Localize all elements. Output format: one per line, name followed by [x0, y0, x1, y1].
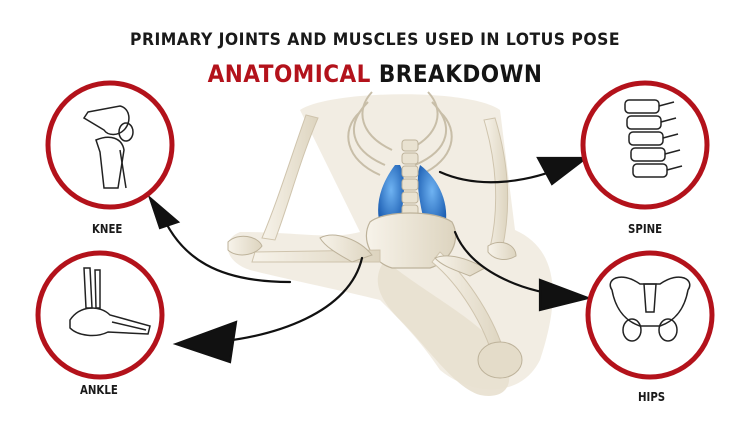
label-knee: KNEE	[92, 222, 123, 236]
right-foot-bones	[434, 255, 487, 277]
label-spine: SPINE	[628, 222, 663, 236]
hips-icon	[609, 276, 691, 342]
diagram-title: ANATOMICAL BREAKDOWN	[38, 60, 713, 88]
knee-callout	[45, 80, 175, 210]
hips-callout	[585, 250, 715, 380]
title-accent-word: ANATOMICAL	[207, 60, 371, 88]
arrowhead-knee	[147, 194, 181, 230]
spine-column	[401, 139, 419, 217]
left-hand	[227, 235, 263, 256]
ankle-callout	[35, 250, 165, 380]
spine-callout	[580, 80, 710, 210]
arrowhead-ankle	[172, 320, 238, 364]
right-knee	[477, 341, 523, 379]
arrow-knee	[158, 208, 292, 284]
arrowhead-hips	[538, 278, 592, 312]
lower-leg-silhouette	[377, 260, 510, 396]
spine-icon	[624, 99, 683, 178]
knee-icon	[82, 105, 134, 189]
right-hand	[487, 241, 517, 260]
left-arm	[261, 114, 319, 241]
arrowhead-spine	[536, 156, 590, 186]
arrows	[147, 156, 592, 364]
label-ankle: ANKLE	[80, 383, 118, 397]
ankle-icon	[69, 267, 151, 337]
psoas-muscle-left	[378, 165, 405, 228]
skeleton-figure	[227, 91, 553, 396]
title-rest-word: BREAKDOWN	[378, 60, 543, 88]
diagram-subtitle: PRIMARY JOINTS AND MUSCLES USED IN LOTUS…	[130, 30, 620, 50]
label-hips: HIPS	[638, 390, 666, 404]
